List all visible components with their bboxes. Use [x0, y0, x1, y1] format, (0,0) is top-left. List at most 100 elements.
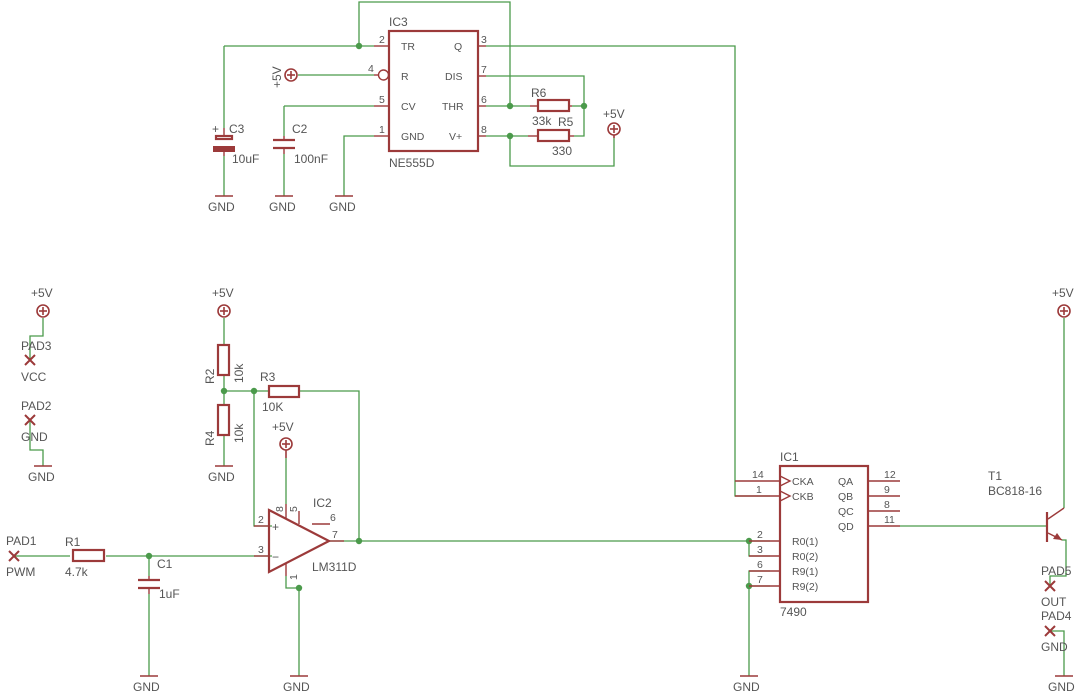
capacitors: + C3 10uF C2 100nF C1 1uF: [138, 122, 328, 601]
ic1-counter: IC1 7490 14 CKA 1 CKB 2 R0(1) 3 R0(2) 6 …: [735, 450, 900, 619]
ic1-pin-num: 2: [757, 529, 763, 541]
ground-symbols: GND GND GND GND GND GND GND GND GND: [28, 195, 1075, 694]
ic3-ref: IC3: [389, 15, 408, 29]
ic3-pin-num: 7: [481, 64, 487, 76]
wire-r3-feedback: [300, 390, 360, 541]
wire-pad2-gnd: [29, 420, 44, 466]
ic1-pin-num: 14: [752, 469, 764, 481]
supply-label: +5V: [272, 420, 294, 434]
ic1-pin-label: CKA: [792, 476, 814, 488]
ic3-body: [387, 29, 480, 153]
ic2-pin-num: 2: [258, 514, 264, 526]
ic1-pin-num: 6: [757, 559, 763, 571]
ic1-pin-num: 7: [757, 574, 763, 586]
pad1-value: PWM: [6, 565, 35, 579]
wire-emitter-pad5: [1049, 539, 1067, 586]
r3-ref: R3: [260, 370, 276, 384]
r1-ref: R1: [65, 535, 81, 549]
ground-label: GND: [283, 680, 310, 694]
resistor-r6: [536, 98, 571, 113]
r6-value: 33k: [532, 114, 552, 128]
ic3-pin-num: 4: [368, 63, 374, 75]
ic1-pin-label: QC: [838, 506, 854, 518]
supply-label: +5V: [1052, 286, 1074, 300]
r6-ref: R6: [531, 86, 547, 100]
ic2-value: LM311D: [312, 560, 357, 574]
wire-q-out: [486, 45, 770, 497]
ic1-pin-num: 9: [884, 484, 890, 496]
ground-label: GND: [269, 200, 296, 214]
c2-ref: C2: [292, 122, 308, 136]
ic1-body: [778, 464, 870, 604]
r2-value: 10k: [232, 363, 246, 383]
pad-cross-icon: [8, 550, 20, 562]
ic1-pin-num: 1: [756, 484, 762, 496]
ic1-pin-num: 11: [884, 514, 895, 526]
ic3-pin-num: 6: [481, 94, 487, 106]
pad1-ref: PAD1: [6, 534, 37, 548]
capacitor-c3-plate: [214, 134, 234, 141]
wire-trigger-loop: [358, 1, 511, 106]
ic1-ref: IC1: [780, 450, 799, 464]
ic1-pin-num: 8: [884, 499, 890, 511]
ic3-pin-num: 1: [379, 124, 385, 136]
ic2-plus-sign: +: [272, 520, 279, 534]
supply-label: +5V: [212, 286, 234, 300]
ic1-pin-label: R9(1): [792, 566, 818, 578]
pad-cross-icon: [1044, 625, 1056, 637]
wire-gnd-pin1: [343, 135, 374, 196]
ic2-ref: IC2: [313, 496, 332, 510]
resistor-r3: [267, 384, 301, 399]
t1-emitter-arrow: [1053, 533, 1062, 540]
ic3-pin-num: 8: [481, 124, 487, 136]
pad5-value: OUT: [1041, 595, 1067, 609]
r3-value: 10K: [262, 400, 283, 414]
ic2-triangle: [267, 508, 332, 574]
junction-trigger: [355, 42, 363, 50]
ic1-pin-label: R0(2): [792, 551, 818, 563]
wire-pad3-vcc: [29, 318, 44, 360]
junction-plus: [250, 387, 258, 395]
ic3-pin-label: V+: [449, 131, 462, 143]
wires: [14, 1, 1067, 676]
r5-value: 330: [552, 144, 572, 158]
c2-value: 100nF: [294, 152, 328, 166]
r2-ref: R2: [203, 368, 217, 384]
ic1-pin-num: 12: [884, 469, 896, 481]
junction-ic2-gnd: [295, 584, 303, 592]
ic2-pin-num: 6: [330, 512, 336, 524]
ground-label: GND: [133, 680, 160, 694]
ic1-pin-label: R9(2): [792, 581, 818, 593]
r4-value: 10k: [232, 423, 246, 443]
ic3-timer: IC3 NE555D 2 TR 4 R 5 CV 1 GND 3 Q 7 DIS…: [368, 15, 487, 170]
junction-thr: [506, 102, 514, 110]
wire-ic2-gnd: [285, 576, 300, 676]
c3-value: 10uF: [232, 152, 259, 166]
pad3-ref: PAD3: [21, 339, 52, 353]
junction-vplus: [506, 132, 514, 140]
c1-value: 1uF: [159, 587, 180, 601]
junction-divider: [220, 387, 228, 395]
ic3-pin-num: 5: [379, 94, 385, 106]
supply-label: +5V: [603, 107, 625, 121]
resistor-r4: [216, 403, 231, 437]
c1-ref: C1: [157, 557, 173, 571]
ground-label: GND: [329, 200, 356, 214]
supply-symbol: [284, 68, 298, 82]
ic3-pin-num: 3: [481, 34, 487, 46]
resistor-r5: [536, 128, 571, 143]
r1-value: 4.7k: [65, 565, 89, 579]
ic2-pin-num: 5: [288, 506, 300, 512]
resistors: R6 33k R5 330 R2 10k R4 10k R3 10K R1 4.…: [65, 86, 574, 579]
ic3-pin-label: THR: [442, 101, 464, 113]
ic3-value: NE555D: [389, 156, 435, 170]
supply-symbols: +5V +5V +5V +5V +5V +5V: [31, 66, 1074, 458]
ckb-clock-triangle: [779, 490, 792, 502]
cka-clock-triangle: [779, 475, 792, 487]
ic2-pin-num: 1: [288, 574, 300, 580]
pad-cross-icon: [1044, 580, 1056, 592]
wire-pad4-gnd: [1050, 630, 1065, 676]
transistor-t1: T1 BC818-16: [988, 469, 1065, 542]
ic3-pin-label: Q: [454, 41, 462, 53]
